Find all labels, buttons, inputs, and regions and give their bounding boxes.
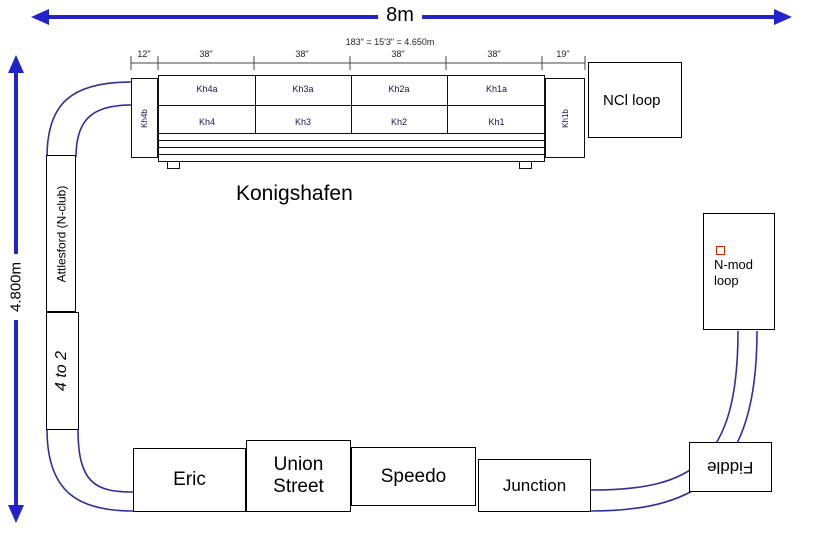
junction-box: Junction [478,459,591,512]
segment-dimension-label: 38" [295,49,309,59]
attlesford-box: Attlesford (N-club) [46,155,76,312]
speedo-box: Speedo [351,447,476,506]
nmod-loop-label-line1: N-mod [714,257,754,272]
nmod-loop-box: N-mod loop [703,213,775,330]
speedo-label: Speedo [380,465,447,487]
four-to-two-box: 4 to 2 [46,312,79,430]
width-dimension-label: 8m [378,4,422,27]
union-street-label-line1: Union [273,454,324,476]
segment-dimension-label: 19" [556,49,570,59]
fiddle-label: Fiddle [707,458,754,477]
four-to-two-label: 4 to 2 [53,350,71,392]
nmod-loop-label-line2: loop [714,272,739,288]
module-total-dimension-label: 183" = 15'3" = 4.650m [345,37,435,47]
union-street-box: Union Street [246,440,351,512]
eric-box: Eric [133,448,246,512]
ncl-loop-label: NCl loop [603,91,661,109]
track-label: Kh1 [488,117,505,127]
track-label: Kh4 [198,117,215,127]
konigshafen-left-end-label: Kh4b [140,108,149,128]
curve-bottomleft-outer [46,428,134,512]
segment-dimension-label: 38" [199,49,213,59]
height-arrow-bottom-head [8,505,24,523]
ncl-loop-box: NCl loop [588,62,682,138]
track-label: Kh2 [390,117,407,127]
module-foot [167,161,180,169]
track-label: Kh2a [388,84,410,94]
width-arrow-right-head [774,9,792,25]
fiddle-box: Fiddle [689,442,772,492]
junction-label: Junction [502,475,567,495]
height-dimension-label: 4.800m [5,253,27,321]
module-foot [519,161,532,169]
eric-label: Eric [173,469,206,490]
attlesford-label: Attlesford (N-club) [54,185,69,282]
track-line [159,140,544,141]
curve-topleft-outer [46,81,132,158]
segment-dimension-label: 38" [487,49,501,59]
width-arrow-left-head [31,9,49,25]
module-divider [447,76,448,133]
height-arrow-top-head [8,55,24,73]
nmod-marker-icon [716,246,725,255]
track-label: Kh4a [196,84,218,94]
konigshafen-right-end: Kh1b [545,78,585,158]
union-street-label: Union Street [273,454,324,498]
module-divider [255,76,256,133]
curve-topleft-inner [75,104,132,158]
segment-dimension-label: 12" [137,49,151,59]
track-line [159,154,544,155]
segment-dimension-label: 38" [391,49,405,59]
track-line [159,147,544,148]
konigshafen-right-end-label: Kh1b [560,108,570,128]
curve-bottomleft-inner [77,428,134,493]
module-divider [351,76,352,133]
track-label: Kh3a [292,84,314,94]
track-label: Kh3 [294,117,311,127]
union-street-label-line2: Street [273,476,324,497]
konigshafen-title: Konigshafen [236,182,353,205]
track-label: Kh1a [485,84,508,94]
konigshafen-module-body: Kh4a Kh3a Kh2a Kh1a Kh4 Kh3 Kh2 Kh1 [158,75,545,162]
track-line [159,133,544,134]
konigshafen-left-end: Kh4b [131,78,158,158]
